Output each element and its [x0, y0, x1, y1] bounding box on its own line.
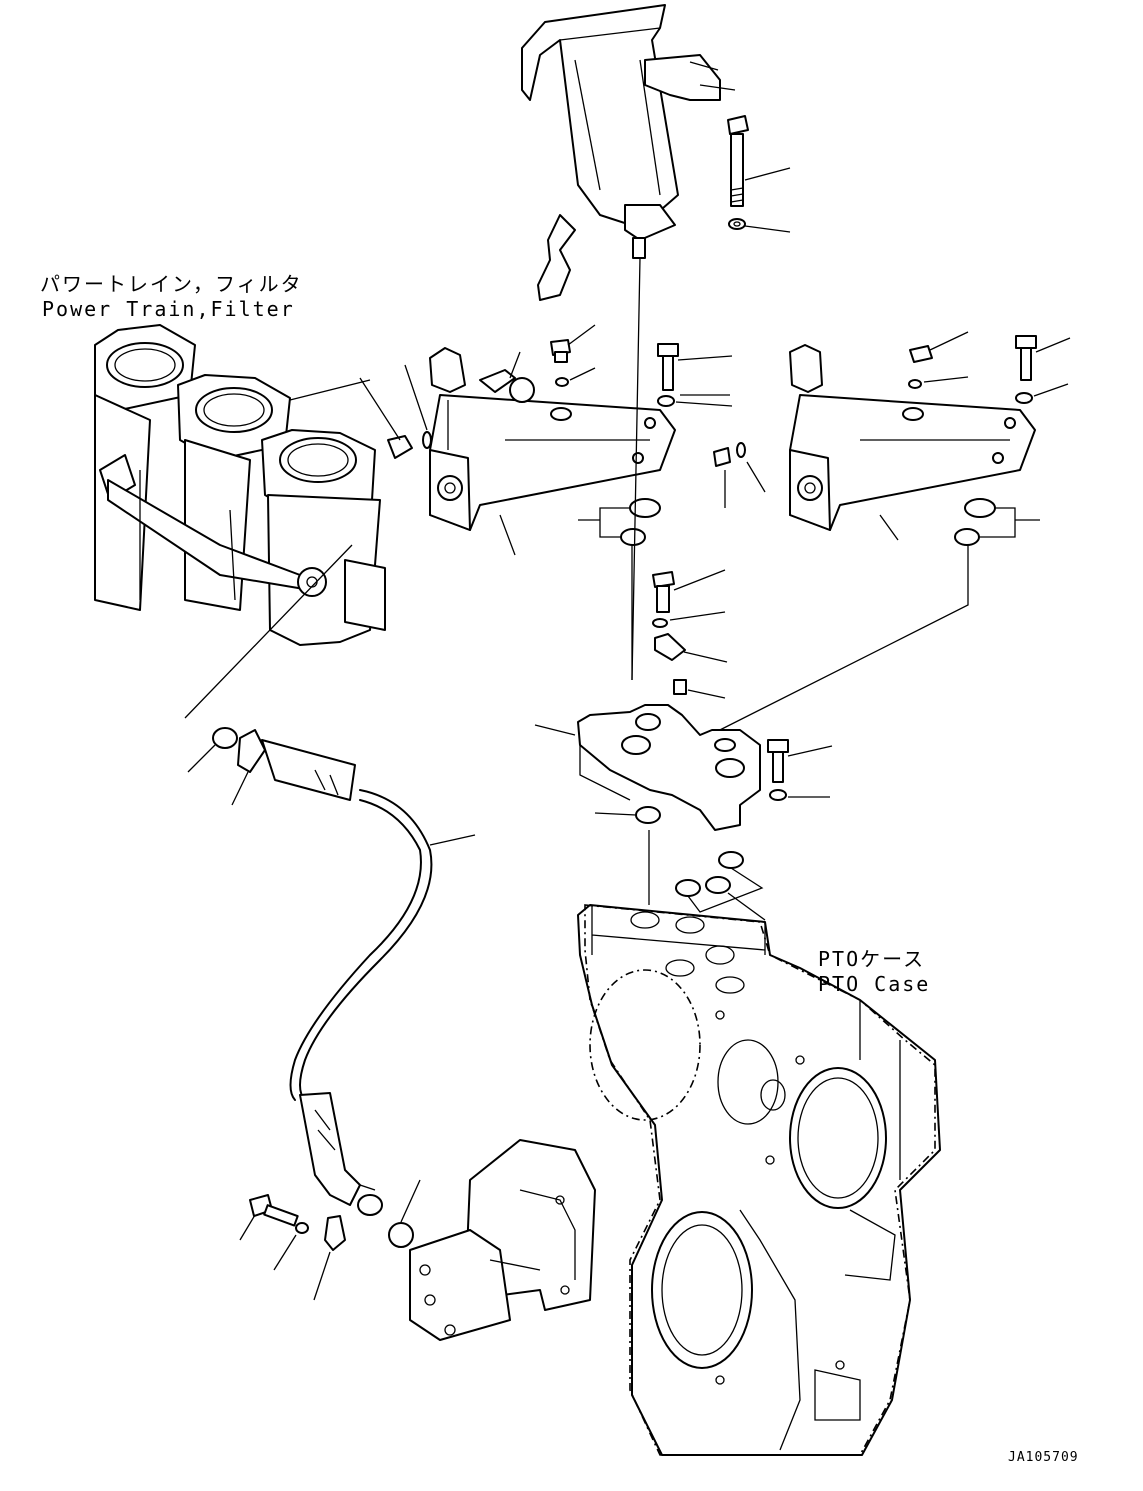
left-bracket	[359, 347, 676, 556]
left-fasteners	[550, 324, 733, 407]
pto-case-label-jp: PTOケース	[818, 947, 926, 971]
center-mount-block	[534, 569, 833, 921]
drawing-code: JA105709	[1008, 1450, 1079, 1465]
right-bracket	[713, 331, 1071, 541]
power-train-filter-label-en: Power Train,Filter	[42, 297, 295, 321]
hose-assembly	[187, 727, 476, 1301]
hydraulic-pump	[409, 1139, 596, 1341]
gaskets	[578, 498, 1040, 546]
bolt-top	[727, 115, 791, 233]
pto-case	[577, 904, 941, 1456]
pto-case-label-en: PTO Case	[818, 972, 931, 996]
power-train-filter	[94, 324, 386, 719]
power-train-filter-label-jp: パワートレイン，フィルタ	[40, 272, 303, 296]
upper-bracket	[521, 4, 736, 301]
